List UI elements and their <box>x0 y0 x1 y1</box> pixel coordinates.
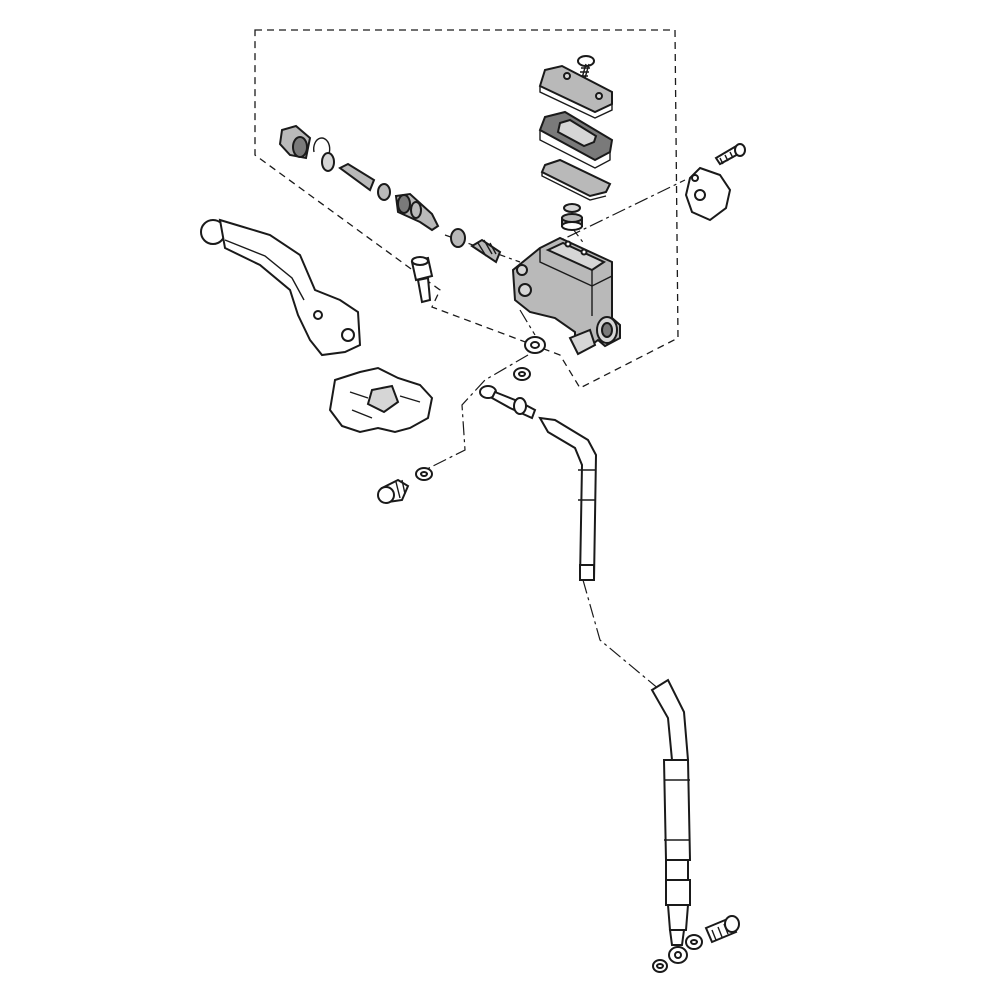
handlebar-clamp[interactable] <box>684 166 732 222</box>
brake-lever[interactable] <box>200 218 362 357</box>
circlip[interactable] <box>313 137 335 172</box>
float-cap[interactable] <box>561 203 583 231</box>
clamp-bolt[interactable] <box>714 143 746 166</box>
cap-plate[interactable] <box>538 110 614 169</box>
master-cylinder-body[interactable] <box>511 236 621 356</box>
banjo-bolt-bottom[interactable] <box>704 915 740 944</box>
reservoir-screw[interactable] <box>577 55 595 79</box>
switch-housing[interactable] <box>328 366 434 434</box>
assembly-group-outline <box>254 29 679 389</box>
pivot-bolt[interactable] <box>410 256 434 304</box>
banjo-bolt[interactable] <box>479 385 537 420</box>
pivot-bushing[interactable] <box>524 336 546 354</box>
dust-boot[interactable] <box>278 124 312 160</box>
banjo-bolt-lower[interactable] <box>377 478 410 504</box>
sealing-washer[interactable] <box>415 367 531 481</box>
piston-kit[interactable] <box>338 162 466 248</box>
diaphragm[interactable] <box>540 158 612 201</box>
reservoir-cap[interactable] <box>538 64 613 119</box>
hose-guide[interactable] <box>652 934 703 973</box>
spring[interactable] <box>470 238 502 264</box>
brake-hose[interactable] <box>538 416 692 946</box>
